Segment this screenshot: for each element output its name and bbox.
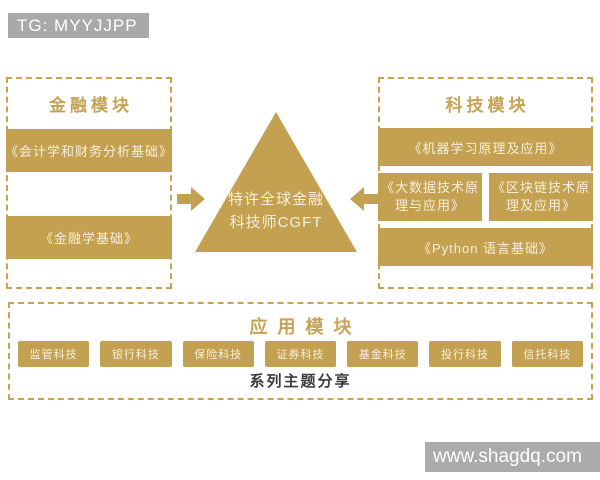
application-bar: 保险科技 bbox=[182, 341, 254, 367]
tech-course-bar: 《大数据技术原理与应用》 bbox=[378, 173, 482, 221]
tg-banner-text: TG: MYYJJPP bbox=[17, 16, 138, 35]
finance-course-bar: 《金融学基础》 bbox=[6, 216, 172, 259]
finance-module-title: 金融模块 bbox=[49, 96, 133, 115]
application-bar: 证券科技 bbox=[264, 341, 337, 367]
arrow-right-icon bbox=[177, 187, 205, 211]
application-bar: 基金科技 bbox=[347, 341, 419, 367]
application-module-title: 应用模块 bbox=[249, 317, 362, 337]
application-bar: 投行科技 bbox=[429, 341, 501, 367]
cgft-label-line2: 科技师CGFT bbox=[229, 214, 323, 231]
cgft-label: 特许全球金融 科技师CGFT bbox=[195, 188, 357, 234]
tech-module-box: 科技模块 《机器学习原理及应用》 《大数据技术原理与应用》 《区块链技术原理及应… bbox=[378, 77, 593, 289]
arrow-left-icon bbox=[350, 187, 378, 211]
application-bar: 监管科技 bbox=[18, 341, 90, 367]
application-bar: 银行科技 bbox=[100, 341, 172, 367]
watermark-text: www.shagdq.com bbox=[433, 446, 582, 467]
series-caption: 系列主题分享 bbox=[249, 373, 352, 390]
finance-course-bar: 《会计学和财务分析基础》 bbox=[5, 129, 172, 172]
cgft-pyramid: 特许全球金融 科技师CGFT bbox=[195, 112, 357, 252]
application-bar: 信托科技 bbox=[511, 341, 583, 367]
application-bars-row: 监管科技 银行科技 保险科技 证券科技 基金科技 投行科技 信托科技 bbox=[18, 341, 583, 367]
tech-course-row: 《大数据技术原理与应用》 《区块链技术原理及应用》 bbox=[378, 173, 593, 221]
tech-module-title: 科技模块 bbox=[445, 96, 530, 115]
tg-banner: TG: MYYJJPP bbox=[8, 13, 149, 38]
cgft-label-line1: 特许全球金融 bbox=[227, 191, 324, 208]
tech-course-bar: 《Python 语言基础》 bbox=[378, 228, 593, 266]
tech-course-bar: 《机器学习原理及应用》 bbox=[378, 128, 593, 166]
finance-module-box: 金融模块 《会计学和财务分析基础》 《金融学基础》 bbox=[5, 77, 172, 289]
pyramid-shape bbox=[195, 112, 357, 252]
application-module-box: 应用模块 监管科技 银行科技 保险科技 证券科技 基金科技 投行科技 信托科技 … bbox=[8, 302, 593, 400]
watermark: www.shagdq.com bbox=[425, 442, 600, 472]
tech-course-bar: 《区块链技术原理及应用》 bbox=[489, 173, 593, 221]
